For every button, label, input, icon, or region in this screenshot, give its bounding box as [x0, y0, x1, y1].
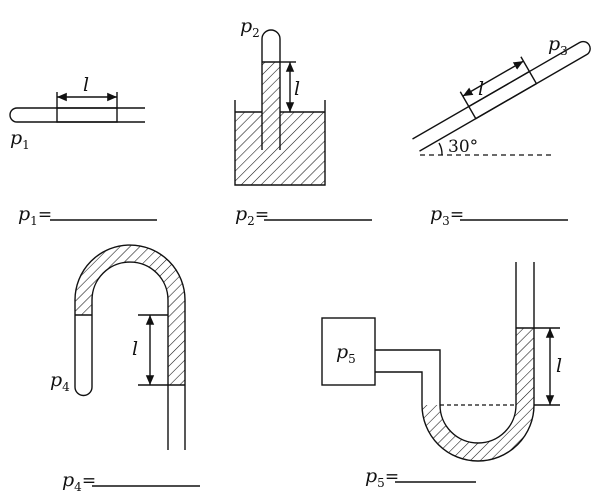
answer-p2: p2= [235, 203, 269, 228]
pressure-label: p1 [10, 127, 30, 152]
angle-label: 30° [448, 137, 478, 157]
pressure-label: p2 [240, 15, 260, 40]
length-label: l [478, 78, 484, 100]
answer-p1: p1= [18, 203, 52, 228]
mercury-column [56, 107, 118, 123]
length-label: l [556, 355, 562, 377]
answer-p5: p5= [365, 465, 399, 490]
figure-1-horizontal-tube: l p1 [9, 74, 145, 152]
answer-row-2: p4= p5= [62, 465, 476, 494]
answer-row-1: p1= p2= p3= [18, 203, 568, 228]
tube [261, 29, 281, 150]
liquid-column [262, 62, 280, 112]
beaker [234, 100, 326, 186]
length-label: l [294, 78, 300, 100]
pressure-label: p4 [50, 369, 70, 394]
pressure-label: p3 [548, 33, 568, 58]
figure-3-inclined-tube: 30° l p3 [412, 33, 591, 157]
tube [9, 107, 145, 123]
figure-4-inverted-u-tube: l p4 [50, 244, 186, 450]
answer-p4: p4= [62, 469, 96, 494]
figure-5-u-tube-manometer: l p5 [321, 262, 562, 462]
length-label: l [83, 74, 89, 96]
answer-p3: p3= [430, 203, 464, 228]
length-label: l [132, 338, 138, 360]
figure-2-vertical-tube-in-beaker: l p2 [234, 15, 326, 186]
gas-container [321, 317, 376, 386]
pressure-label: p5 [336, 341, 356, 366]
